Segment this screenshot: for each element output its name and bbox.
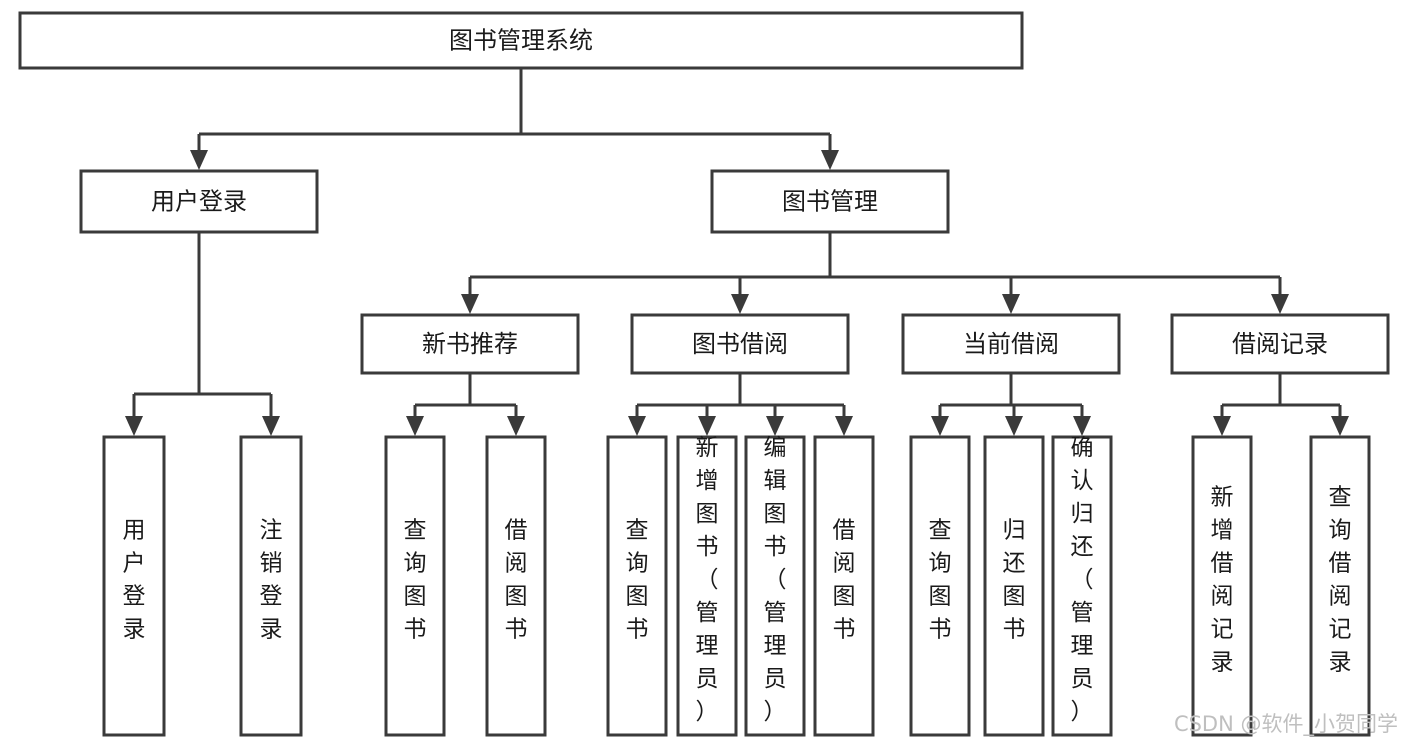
connector-group-root — [190, 68, 839, 170]
node-leaf-add-borrow-record[interactable]: 新增借阅记录 — [1191, 435, 1253, 737]
node-label-leaf-user-login: 用户登录 — [123, 518, 146, 643]
connector-arrowhead-root-1 — [821, 150, 839, 170]
node-leaf-query-borrow-record[interactable]: 查询借阅记录 — [1309, 435, 1371, 737]
node-root[interactable]: 图书管理系统 — [18, 11, 1024, 70]
connector-group-book-borrow — [628, 373, 853, 436]
connector-arrowhead-borrow-record-0 — [1213, 416, 1231, 436]
node-borrow-record[interactable]: 借阅记录 — [1170, 313, 1390, 375]
connector-arrowhead-current-borrow-0 — [931, 416, 949, 436]
node-label-leaf-return-book: 归还图书 — [1003, 518, 1026, 643]
node-box-leaf-user-login — [102, 435, 166, 737]
node-box-leaf-add-book — [676, 435, 738, 737]
node-box-book-borrow — [630, 313, 850, 375]
watermark-label: CSDN @软件_小贺同学 — [1174, 712, 1398, 737]
node-leaf-confirm-return[interactable]: 确认归还（管理员） — [1051, 435, 1113, 737]
connector-arrowhead-book-borrow-1 — [698, 416, 716, 436]
node-leaf-return-book[interactable]: 归还图书 — [983, 435, 1045, 737]
node-label-user-login: 用户登录 — [151, 188, 247, 216]
node-leaf-query-book-rec[interactable]: 查询图书 — [384, 435, 446, 737]
node-label-leaf-query-book-rec: 查询图书 — [404, 518, 427, 643]
node-box-leaf-query-book-borrow — [606, 435, 668, 737]
node-box-leaf-add-borrow-record — [1191, 435, 1253, 737]
node-leaf-borrow-book[interactable]: 借阅图书 — [813, 435, 875, 737]
node-label-leaf-borrow-book-rec: 借阅图书 — [505, 518, 528, 643]
connector-group-new-book-recommend — [406, 373, 525, 436]
node-box-leaf-borrow-book — [813, 435, 875, 737]
node-leaf-logout[interactable]: 注销登录 — [239, 435, 303, 737]
node-label-leaf-add-borrow-record: 新增借阅记录 — [1211, 485, 1234, 676]
node-box-new-book-recommend — [360, 313, 580, 375]
node-box-leaf-borrow-book-rec — [485, 435, 547, 737]
node-box-leaf-confirm-return — [1051, 435, 1113, 737]
node-user-login[interactable]: 用户登录 — [79, 169, 319, 234]
node-box-leaf-logout — [239, 435, 303, 737]
node-label-book-borrow: 图书借阅 — [692, 330, 788, 358]
node-box-root — [18, 11, 1024, 70]
node-leaf-user-login[interactable]: 用户登录 — [102, 435, 166, 737]
connector-arrowhead-book-management-0 — [461, 294, 479, 314]
connector-arrowhead-user-login-1 — [262, 416, 280, 436]
connector-group-borrow-record — [1213, 373, 1349, 436]
connector-arrowhead-borrow-record-1 — [1331, 416, 1349, 436]
node-box-leaf-query-borrow-record — [1309, 435, 1371, 737]
node-leaf-query-book-borrow[interactable]: 查询图书 — [606, 435, 668, 737]
connector-group-user-login — [125, 232, 280, 436]
node-label-book-management: 图书管理 — [782, 188, 878, 216]
node-label-leaf-add-book: 新增图书（管理员） — [696, 435, 719, 725]
node-label-borrow-record: 借阅记录 — [1232, 330, 1328, 358]
node-label-leaf-confirm-return: 确认归还（管理员） — [1071, 435, 1094, 725]
connector-arrowhead-book-management-2 — [1002, 294, 1020, 314]
node-label-leaf-logout: 注销登录 — [260, 518, 283, 643]
connector-arrowhead-new-book-recommend-0 — [406, 416, 424, 436]
node-leaf-add-book[interactable]: 新增图书（管理员） — [676, 435, 738, 737]
node-label-current-borrow: 当前借阅 — [963, 330, 1059, 358]
node-label-new-book-recommend: 新书推荐 — [422, 330, 518, 358]
node-box-leaf-edit-book — [744, 435, 806, 737]
node-box-leaf-query-book-rec — [384, 435, 446, 737]
connector-arrowhead-book-borrow-3 — [835, 416, 853, 436]
node-label-leaf-query-book-borrow: 查询图书 — [626, 518, 649, 643]
connector-arrowhead-current-borrow-1 — [1005, 416, 1023, 436]
node-label-leaf-query-book-current: 查询图书 — [929, 518, 952, 643]
connector-arrowhead-user-login-0 — [125, 416, 143, 436]
connector-group-book-management — [461, 232, 1289, 314]
node-label-leaf-query-borrow-record: 查询借阅记录 — [1329, 485, 1352, 676]
connector-arrowhead-root-0 — [190, 150, 208, 170]
connector-arrowhead-book-borrow-2 — [766, 416, 784, 436]
node-leaf-borrow-book-rec[interactable]: 借阅图书 — [485, 435, 547, 737]
node-label-leaf-edit-book: 编辑图书（管理员） — [764, 435, 787, 725]
node-box-leaf-query-book-current — [909, 435, 971, 737]
node-box-user-login — [79, 169, 319, 234]
node-box-current-borrow — [901, 313, 1121, 375]
node-new-book-recommend[interactable]: 新书推荐 — [360, 313, 580, 375]
node-box-book-management — [710, 169, 950, 234]
connector-arrowhead-book-management-3 — [1271, 294, 1289, 314]
node-label-leaf-borrow-book: 借阅图书 — [833, 518, 856, 643]
node-leaf-edit-book[interactable]: 编辑图书（管理员） — [744, 435, 806, 737]
node-book-management[interactable]: 图书管理 — [710, 169, 950, 234]
node-label-root: 图书管理系统 — [449, 27, 593, 55]
node-box-leaf-return-book — [983, 435, 1045, 737]
connector-arrowhead-book-management-1 — [731, 294, 749, 314]
connector-arrowhead-book-borrow-0 — [628, 416, 646, 436]
node-book-borrow[interactable]: 图书借阅 — [630, 313, 850, 375]
node-current-borrow[interactable]: 当前借阅 — [901, 313, 1121, 375]
nodes-layer: 图书管理系统用户登录图书管理新书推荐图书借阅当前借阅借阅记录用户登录注销登录查询… — [18, 11, 1390, 737]
connector-group-current-borrow — [931, 373, 1091, 436]
connectors-layer — [125, 68, 1349, 436]
connector-arrowhead-new-book-recommend-1 — [507, 416, 525, 436]
connector-arrowhead-current-borrow-2 — [1073, 416, 1091, 436]
node-leaf-query-book-current[interactable]: 查询图书 — [909, 435, 971, 737]
node-box-borrow-record — [1170, 313, 1390, 375]
